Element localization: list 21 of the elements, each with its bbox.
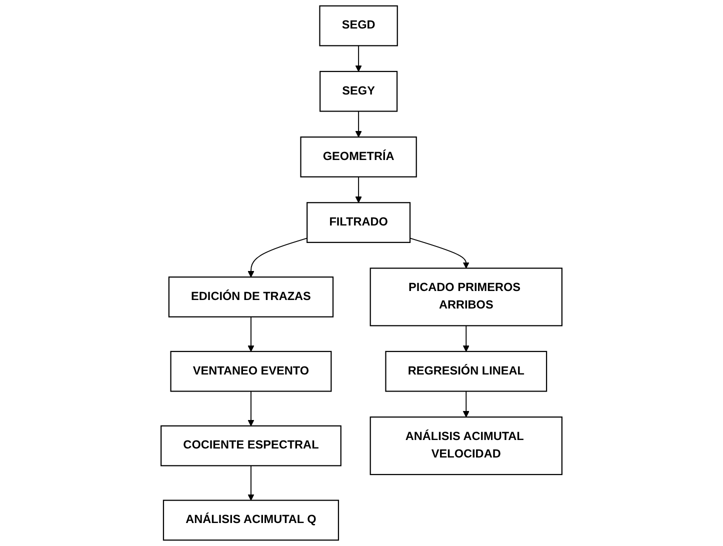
arrow: [248, 316, 254, 352]
arrow: [355, 176, 362, 203]
arrow: [355, 45, 362, 72]
node-box: FILTRADO: [306, 202, 411, 243]
arrow: [462, 390, 470, 418]
node-box: ANÁLISIS ACIMUTAL Q: [162, 500, 340, 541]
node-box: PICADO PRIMEROS ARRIBOS: [370, 268, 562, 326]
arrow: [355, 110, 362, 138]
arrow: [248, 465, 254, 501]
node-box: GEOMETRÍA: [300, 136, 417, 178]
node-box: VENTANEO EVENTO: [170, 350, 332, 392]
node-box: REGRESIÓN LINEAL: [385, 350, 548, 392]
node-box: SEGD: [319, 5, 398, 46]
arrow: [410, 238, 470, 268]
arrow: [462, 325, 470, 352]
arrow: [248, 390, 254, 426]
node-box: SEGY: [320, 70, 398, 112]
node-box: ANÁLISIS ACIMUTAL VELOCIDAD: [370, 416, 562, 476]
arrow: [248, 238, 308, 278]
node-box: EDICIÓN DE TRAZAS: [168, 276, 334, 318]
node-box: COCIENTE ESPECTRAL: [160, 425, 342, 466]
